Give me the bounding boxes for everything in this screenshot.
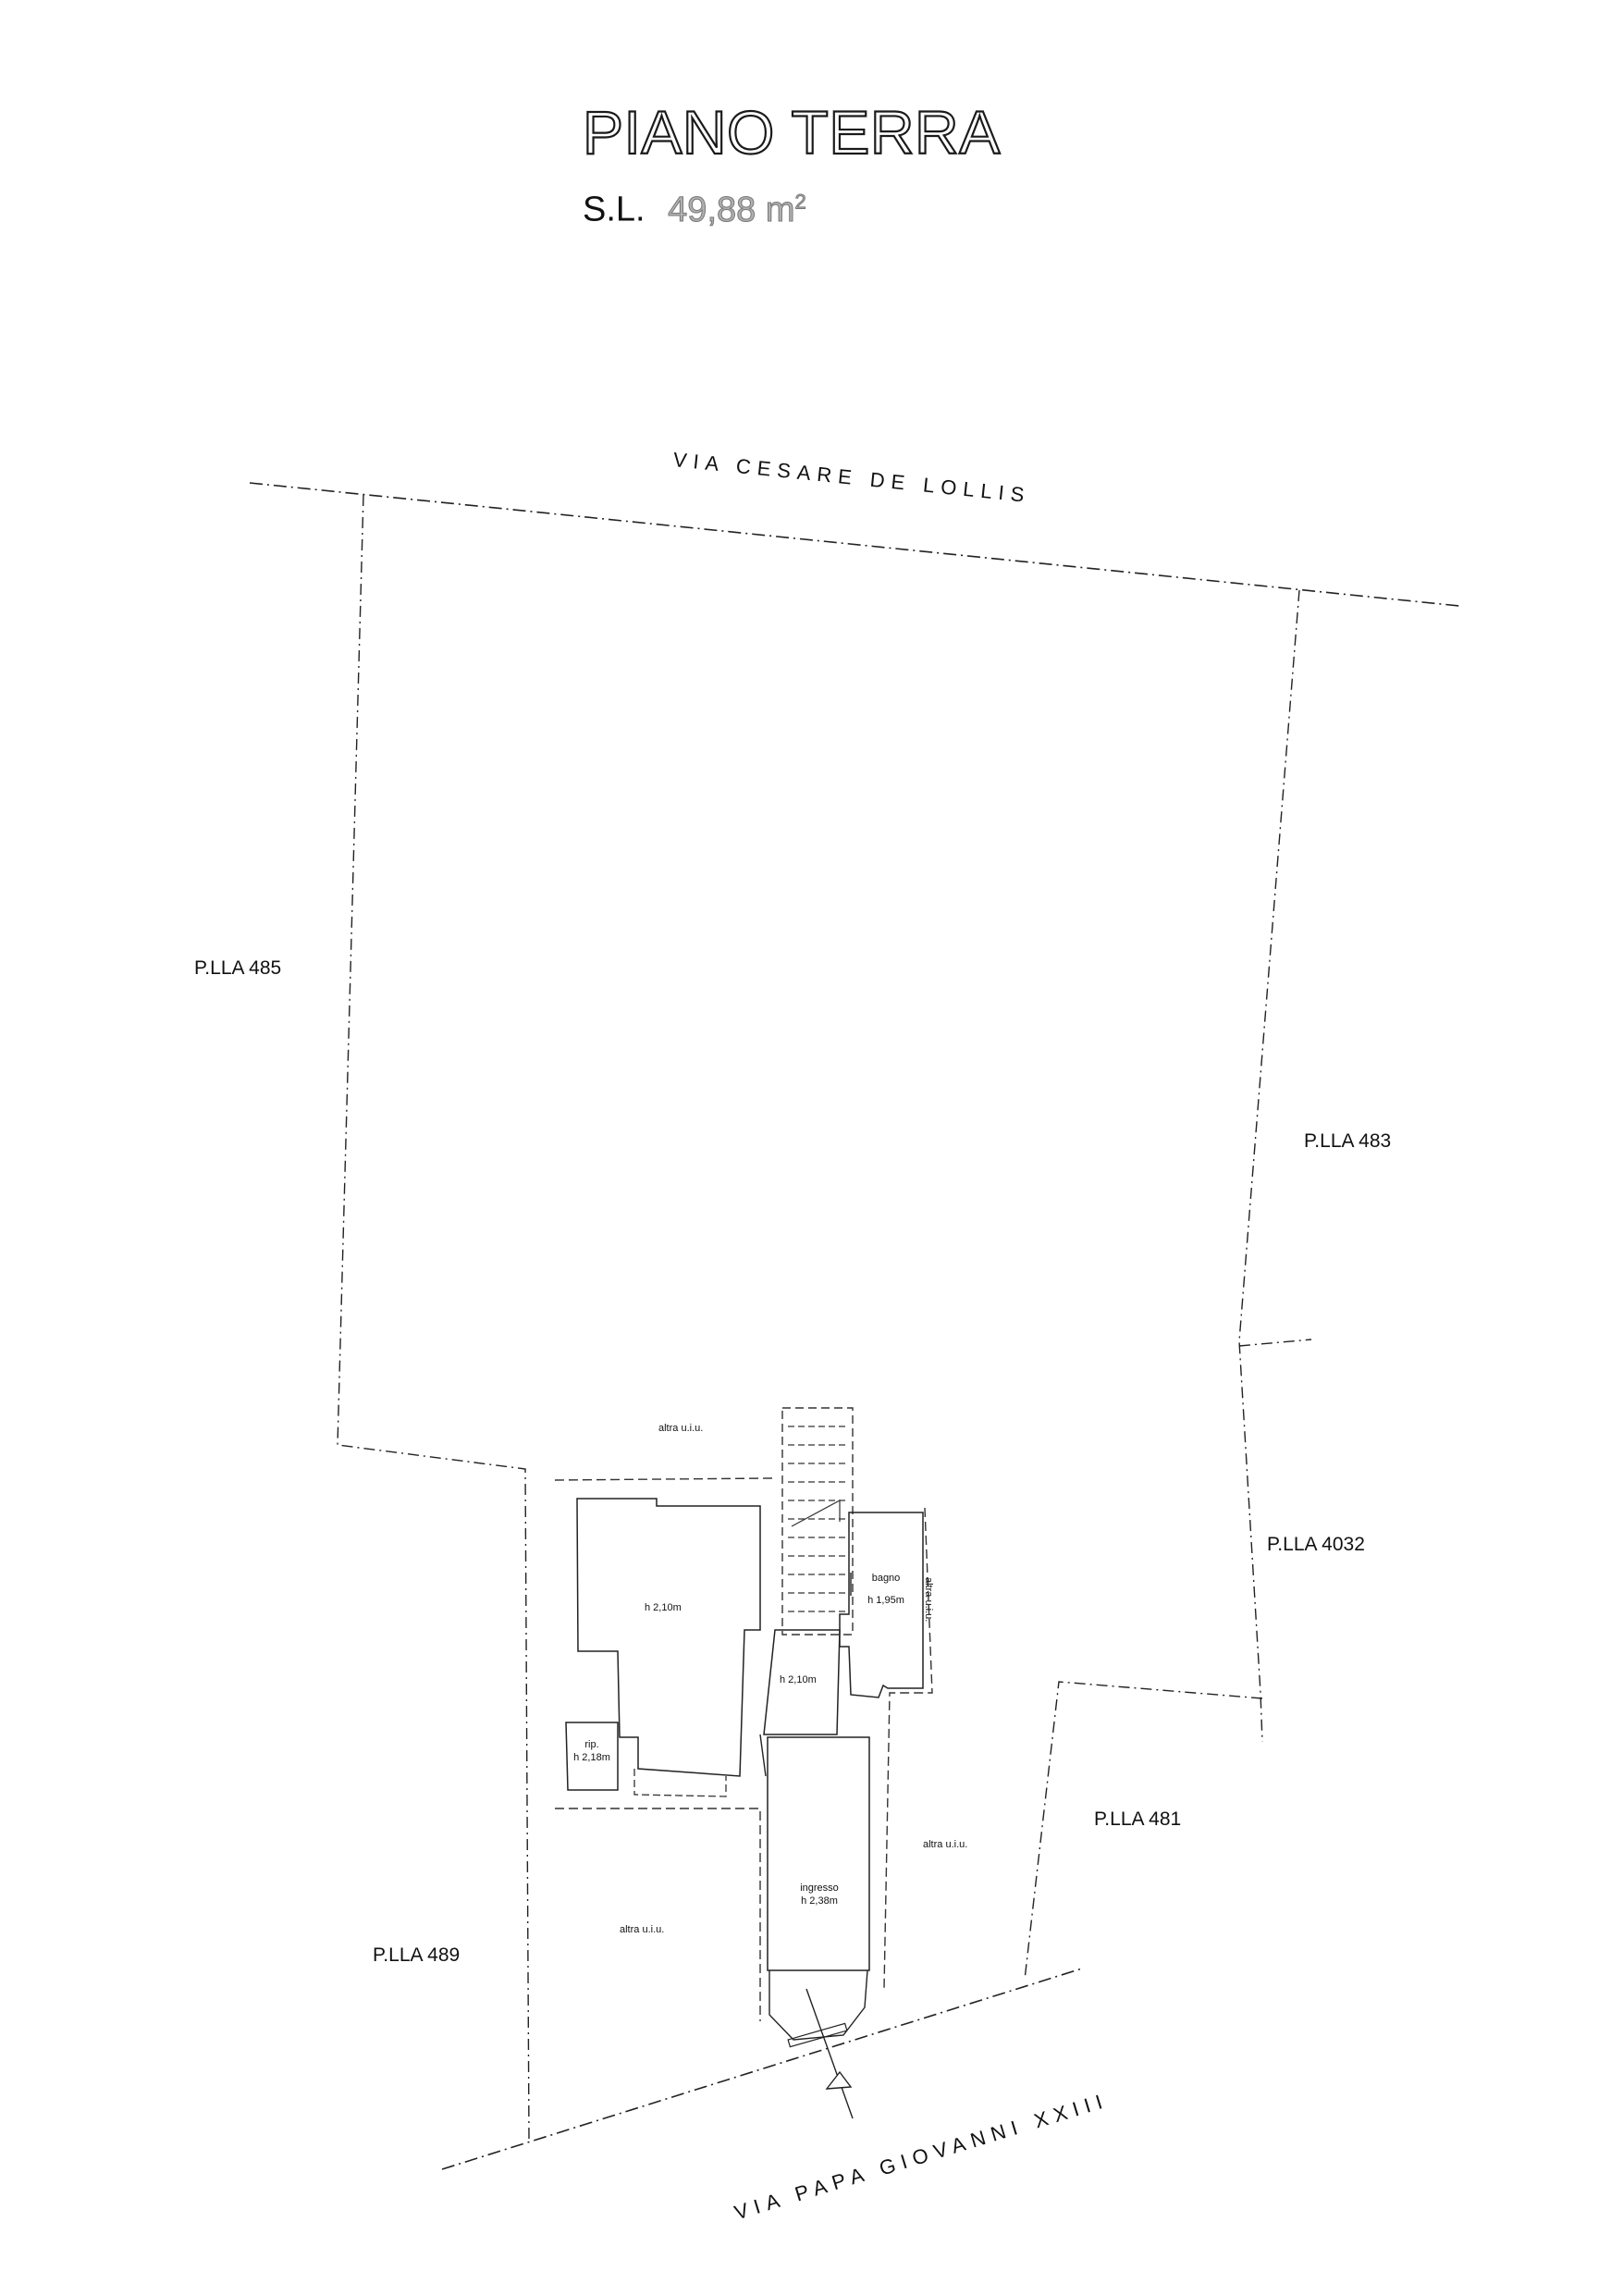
north-street-boundary [249,482,1460,607]
main-room-outline [576,1498,761,1777]
area-label: S.L. [583,190,646,229]
ingresso-height: h 2,38m [801,1895,838,1907]
passage-height-label: h 2,10m [780,1674,817,1685]
area-value: 49,88 [668,190,756,229]
other-unit-top-label: altra u.i.u. [658,1423,704,1434]
neighbour-bottom-left-outline [555,1808,761,2021]
ingresso-label: ingresso h 2,38m [777,1882,862,1908]
ingresso-outline [767,1736,870,1971]
lot-boundary-east [1238,589,1300,1743]
other-unit-right-mid-label: altra u.i.u. [923,1839,968,1850]
boundary-481 [1024,1681,1263,1981]
rip-room-outline [565,1722,619,1791]
bagno-name: bagno [871,1573,901,1584]
other-unit-right-vertical-label: altra u.i.u. [923,1577,934,1623]
bagno-label: bagno h 1,95m [853,1573,919,1608]
lot-boundary-west [337,494,530,2140]
ingresso-name: ingresso [800,1882,839,1894]
parcel-481-label: P.LLA 481 [1094,1808,1182,1830]
rip-room-label: rip. h 2,18m [568,1739,616,1765]
entrance-recess [768,1969,868,2041]
entrance-arrow-head [825,2070,853,2090]
other-unit-left-bottom-label: altra u.i.u. [620,1924,665,1935]
parcel-489-label: P.LLA 489 [373,1944,461,1966]
neighbour-top-outline [554,1477,773,1481]
south-street-boundary [441,1968,1083,2170]
rip-room-name: rip. [584,1739,599,1750]
surface-area: S.L. 49,88 m2 [583,190,806,230]
parcel-483-label: P.LLA 483 [1304,1130,1392,1152]
parcel-485-label: P.LLA 485 [194,957,282,979]
bagno-height: h 1,95m [867,1594,904,1606]
main-room-height-label: h 2,10m [645,1602,682,1613]
entrance-arrow-line [805,1988,854,2119]
rip-room-height: h 2,18m [573,1751,610,1763]
area-unit: m2 [765,190,806,230]
neighbour-right-outline [883,1507,933,1990]
boundary-483-4032 [1238,1339,1312,1347]
staircase-projection [781,1407,854,1636]
bagno-outline [839,1512,924,1698]
passage-outline [763,1629,841,1735]
plan-title: PIANO TERRA [582,97,1001,167]
parcel-4032-label: P.LLA 4032 [1267,1534,1365,1555]
